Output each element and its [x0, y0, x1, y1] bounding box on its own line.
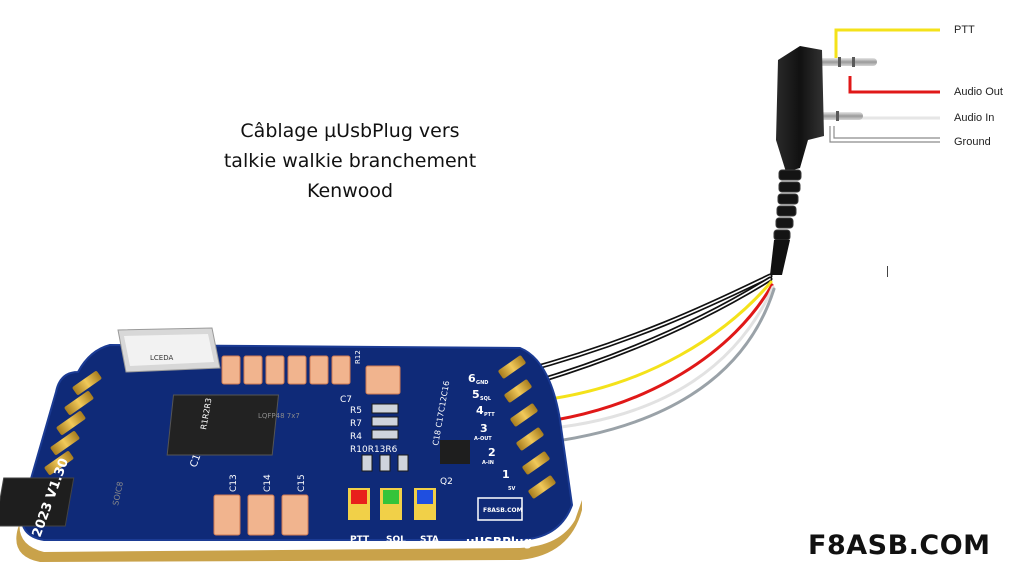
diagram-title: Câblage µUsbPlug vers talkie walkie bran…	[190, 116, 510, 206]
pin-labels: 6 GND 5 SQL 4 PTT 3 A-OUT 2 A-IN 1 5V	[468, 372, 515, 492]
title-line-2: talkie walkie branchement	[223, 150, 477, 172]
label-r5: R5	[350, 406, 362, 416]
board-name: uUSBPlug	[466, 535, 532, 549]
led-label-sql: SQL	[386, 535, 406, 545]
mcu-chip: LQFP48 7x7	[166, 394, 300, 456]
ptt-leader	[834, 28, 940, 62]
label-c7: C7	[340, 395, 352, 405]
led-label-sta: STA	[420, 535, 439, 545]
pin-name-6: GND	[476, 380, 488, 386]
label-c13: C13	[229, 474, 239, 492]
pin-num-1: 1	[502, 468, 510, 481]
pcb-logo-text: F8ASB.COM	[483, 507, 523, 514]
right-header-pins	[498, 355, 556, 499]
pin-num-4: 4	[476, 404, 484, 417]
pin-name-3: A-OUT	[474, 436, 492, 442]
title-line-1: Câblage µUsbPlug vers	[240, 120, 460, 142]
c7-capacitor	[365, 365, 401, 395]
pin-num-2: 2	[488, 446, 496, 459]
grey-wire	[532, 287, 776, 446]
led-label-ptt: PTT	[350, 535, 370, 545]
pin-name-5: SQL	[480, 396, 492, 402]
ground-label: Ground	[954, 136, 991, 148]
pin-name-1: 5V	[508, 486, 515, 492]
brand-watermark: F8ASB.COM	[808, 530, 991, 561]
red-wire	[526, 283, 774, 426]
led-indicators	[348, 488, 436, 520]
label-c14: C14	[263, 474, 273, 492]
left-header-pins	[44, 371, 102, 475]
audio-out-leader	[848, 76, 940, 94]
usb-label: LCEDA	[150, 354, 173, 362]
label-q2: Q2	[440, 477, 453, 487]
sta-led	[417, 490, 433, 504]
chip-label: LQFP48 7x7	[258, 412, 300, 420]
black-wire-outer	[517, 273, 773, 375]
pin-name-4: PTT	[484, 412, 495, 418]
smd-resistors	[361, 403, 409, 472]
ground-leader-b	[833, 126, 940, 139]
yellow-wire	[524, 280, 773, 404]
white-wire	[530, 285, 775, 432]
sql-led	[383, 490, 399, 504]
label-r10r13r6: R10R13R6	[350, 445, 398, 455]
pin-num-6: 6	[468, 372, 476, 385]
label-r12: R12	[354, 350, 362, 364]
kenwood-plug	[770, 46, 877, 275]
bottom-capacitors	[213, 494, 309, 536]
label-r4: R4	[350, 432, 362, 442]
pcb-logo-box: F8ASB.COM	[477, 497, 523, 521]
label-r7: R7	[350, 419, 362, 429]
pcb-board: LCEDA LQFP48 7x7 SOIC8	[0, 327, 582, 562]
ptt-label: PTT	[954, 24, 975, 36]
top-resistor-row	[221, 355, 351, 385]
pin-name-2: A-IN	[482, 460, 494, 466]
q2-transistor	[440, 440, 470, 464]
label-c15: C15	[297, 474, 307, 492]
audio-out-label: Audio Out	[954, 86, 1003, 98]
pin-num-5: 5	[472, 388, 480, 401]
pin-num-3: 3	[480, 422, 488, 435]
signal-wires	[517, 273, 776, 446]
text-cursor	[887, 266, 888, 277]
label-c1: C1	[188, 453, 203, 469]
title-line-3: Kenwood	[306, 180, 394, 202]
wire-leader-lines	[829, 28, 940, 143]
audio-in-label: Audio In	[954, 112, 995, 124]
ptt-led	[351, 490, 367, 504]
ground-leader-a	[829, 126, 940, 143]
usb-connector: LCEDA	[117, 327, 221, 373]
